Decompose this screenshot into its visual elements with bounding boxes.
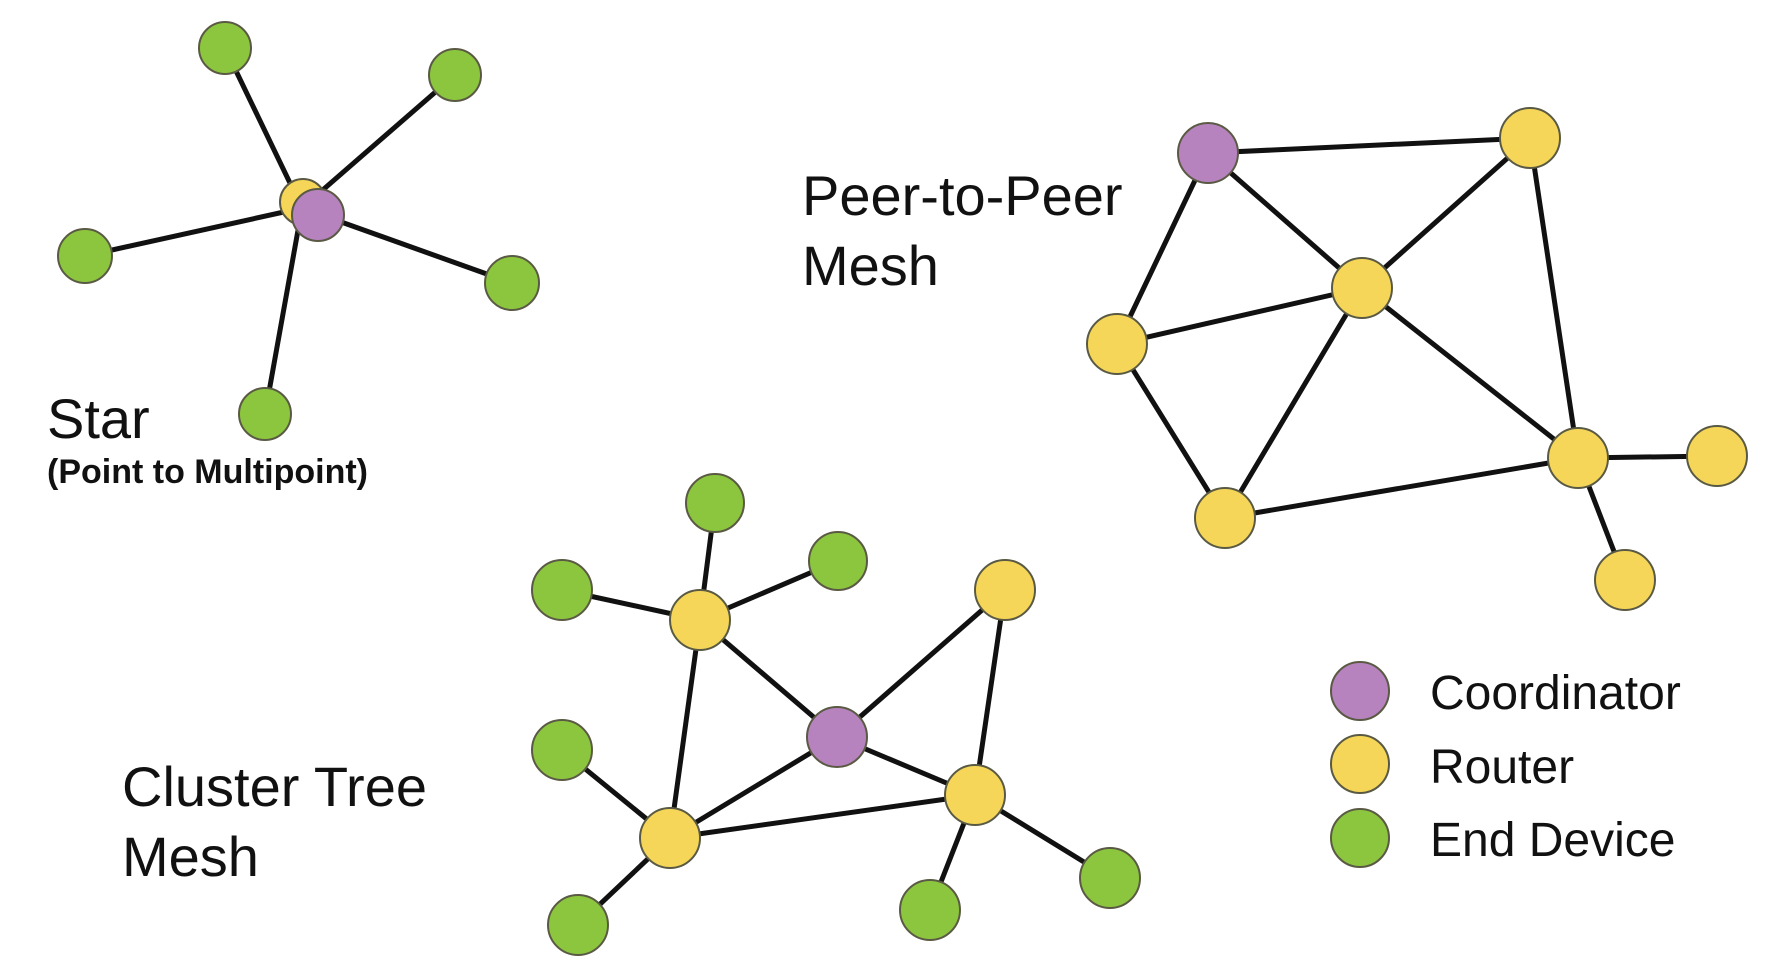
cluster-nodes <box>531 473 1141 956</box>
coordinator-node <box>1177 122 1239 184</box>
edge <box>972 587 1008 798</box>
edge <box>1114 285 1365 347</box>
router-swatch-icon <box>1330 734 1390 794</box>
coordinator-swatch-icon <box>1330 661 1390 721</box>
edge <box>299 72 458 211</box>
end-device-node <box>1079 847 1141 909</box>
end-device-swatch-icon <box>1330 808 1390 868</box>
router-node <box>639 807 701 869</box>
router-node <box>1331 257 1393 319</box>
edge <box>667 734 840 841</box>
edge <box>1205 135 1533 156</box>
star-title: Star <box>47 387 150 450</box>
end-device-node <box>899 879 961 941</box>
end-device-node <box>808 531 868 591</box>
router-node <box>974 559 1036 621</box>
star-topology: Star (Point to Multipoint) <box>47 21 540 491</box>
edge <box>834 587 1008 740</box>
edge <box>1359 135 1533 291</box>
star-nodes <box>57 21 540 441</box>
edge <box>1114 341 1228 521</box>
end-device-node <box>531 719 593 781</box>
cluster-tree-mesh: Cluster Tree Mesh <box>122 473 1141 956</box>
legend-label: Router <box>1430 741 1574 794</box>
mesh-nodes <box>1086 107 1748 611</box>
cluster-title-line1: Cluster Tree <box>122 755 427 818</box>
peer-to-peer-mesh: Peer-to-Peer Mesh <box>802 107 1748 611</box>
router-node <box>1499 107 1561 169</box>
cluster-title-line2: Mesh <box>122 825 259 888</box>
end-device-node <box>57 228 113 284</box>
end-device-node <box>238 387 292 441</box>
edge <box>1222 455 1581 521</box>
legend-item-end-device: End Device <box>1330 808 1675 868</box>
star-subtitle: (Point to Multipoint) <box>47 453 368 491</box>
legend: Coordinator Router End Device <box>1330 661 1681 868</box>
edge <box>1205 150 1365 291</box>
edge <box>1359 285 1581 461</box>
router-node <box>1086 313 1148 375</box>
coordinator-node <box>291 188 345 242</box>
end-device-node <box>428 48 482 102</box>
edge <box>1527 135 1581 461</box>
edge <box>1114 150 1211 347</box>
edge <box>82 205 305 259</box>
router-node <box>944 764 1006 826</box>
end-device-node <box>685 473 745 533</box>
router-node <box>1194 487 1256 549</box>
p2p-title-line1: Peer-to-Peer <box>802 164 1123 227</box>
end-device-node <box>547 894 609 956</box>
router-node <box>1594 549 1656 611</box>
router-node <box>669 589 731 651</box>
edge <box>262 205 305 417</box>
edge <box>1222 285 1365 521</box>
legend-label: End Device <box>1430 814 1675 867</box>
edge <box>667 792 978 841</box>
mesh-edges <box>1114 135 1720 583</box>
legend-item-router: Router <box>1330 734 1574 794</box>
edge <box>222 45 305 211</box>
legend-item-coordinator: Coordinator <box>1330 661 1681 721</box>
router-node <box>1547 427 1609 489</box>
p2p-title-line2: Mesh <box>802 234 939 297</box>
end-device-node <box>484 255 540 311</box>
router-node <box>1686 425 1748 487</box>
end-device-node <box>531 559 593 621</box>
end-device-node <box>198 21 252 75</box>
legend-label: Coordinator <box>1430 667 1681 720</box>
coordinator-node <box>806 706 868 768</box>
edge <box>667 617 703 841</box>
